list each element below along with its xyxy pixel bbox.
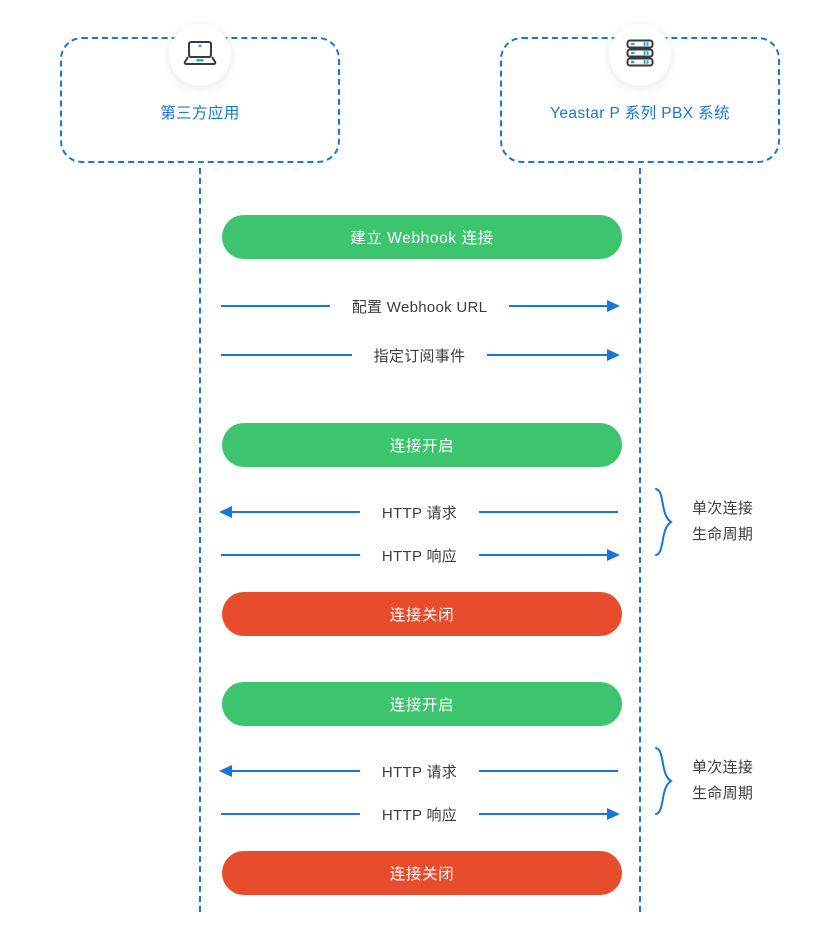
message-line-right bbox=[471, 802, 640, 826]
arrow-right-icon bbox=[607, 808, 621, 820]
arrow-left-icon bbox=[219, 765, 232, 777]
lifeline-third-party-app bbox=[199, 168, 201, 912]
activation-bar-label: 连接关闭 bbox=[389, 866, 455, 883]
activation-bar-connection-closed-2: 连接关闭 bbox=[222, 851, 622, 895]
message-label: HTTP 响应 bbox=[367, 544, 472, 566]
annotation-lifecycle-1: 单次连接 生命周期 bbox=[652, 486, 822, 558]
laptop-icon-badge bbox=[169, 24, 231, 86]
annotation-line-2: 生命周期 bbox=[692, 785, 754, 802]
message-line-right bbox=[479, 343, 640, 367]
brace-icon bbox=[655, 747, 673, 815]
annotation-line-1: 单次连接 bbox=[692, 499, 754, 517]
actor-box-yeastar-pbx: Yeastar P 系列 PBX 系统 bbox=[500, 37, 780, 163]
message-line-right bbox=[471, 543, 640, 567]
activation-bar-label: 连接关闭 bbox=[389, 607, 455, 624]
message-label: 指定订阅事件 bbox=[359, 344, 480, 366]
message-label: 配置 Webhook URL bbox=[337, 295, 502, 317]
annotation-line-1: 单次连接 bbox=[692, 758, 754, 776]
message-label: HTTP 请求 bbox=[367, 501, 472, 523]
message-line-left bbox=[199, 759, 368, 783]
message-http-request-1: HTTP 请求 bbox=[199, 500, 640, 524]
message-line-right bbox=[501, 294, 640, 318]
message-line-left bbox=[199, 802, 368, 826]
message-http-response-2: HTTP 响应 bbox=[199, 802, 640, 826]
activation-bar-label: 建立 Webhook 连接 bbox=[350, 230, 494, 247]
activation-bar-label: 连接开启 bbox=[389, 697, 455, 714]
message-http-request-2: HTTP 请求 bbox=[199, 759, 640, 783]
actor-label-yeastar-pbx: Yeastar P 系列 PBX 系统 bbox=[550, 105, 730, 122]
activation-bar-connection-open-1: 连接开启 bbox=[222, 423, 622, 467]
message-line-left bbox=[199, 500, 368, 524]
actor-label-third-party-app: 第三方应用 bbox=[160, 105, 240, 122]
activation-bar-connection-open-2: 连接开启 bbox=[222, 682, 622, 726]
arrow-right-icon bbox=[607, 549, 621, 561]
message-specify-subscribe-events: 指定订阅事件 bbox=[199, 343, 640, 367]
activation-bar-establish-webhook: 建立 Webhook 连接 bbox=[222, 215, 622, 259]
message-http-response-1: HTTP 响应 bbox=[199, 543, 640, 567]
activation-bar-label: 连接开启 bbox=[389, 438, 455, 455]
arrow-right-icon bbox=[607, 349, 620, 361]
arrow-left-icon bbox=[219, 506, 232, 518]
server-icon bbox=[624, 37, 656, 74]
message-line-right bbox=[471, 500, 640, 524]
message-line-left bbox=[199, 543, 368, 567]
message-configure-webhook-url: 配置 Webhook URL bbox=[199, 294, 640, 318]
message-line-left bbox=[199, 294, 338, 318]
message-label: HTTP 响应 bbox=[367, 803, 472, 825]
annotation-lifecycle-text: 单次连接 生命周期 bbox=[692, 755, 753, 808]
activation-bar-connection-closed-1: 连接关闭 bbox=[222, 592, 622, 636]
annotation-line-2: 生命周期 bbox=[692, 526, 754, 543]
arrow-right-icon bbox=[607, 300, 621, 312]
message-line-left bbox=[199, 343, 360, 367]
message-label: HTTP 请求 bbox=[367, 760, 472, 782]
server-icon-badge bbox=[609, 24, 671, 86]
laptop-icon bbox=[182, 38, 218, 73]
annotation-lifecycle-2: 单次连接 生命周期 bbox=[652, 745, 822, 817]
message-line-right bbox=[471, 759, 640, 783]
brace-icon bbox=[655, 488, 673, 556]
annotation-lifecycle-text: 单次连接 生命周期 bbox=[692, 496, 753, 549]
lifeline-yeastar-pbx bbox=[639, 168, 641, 912]
